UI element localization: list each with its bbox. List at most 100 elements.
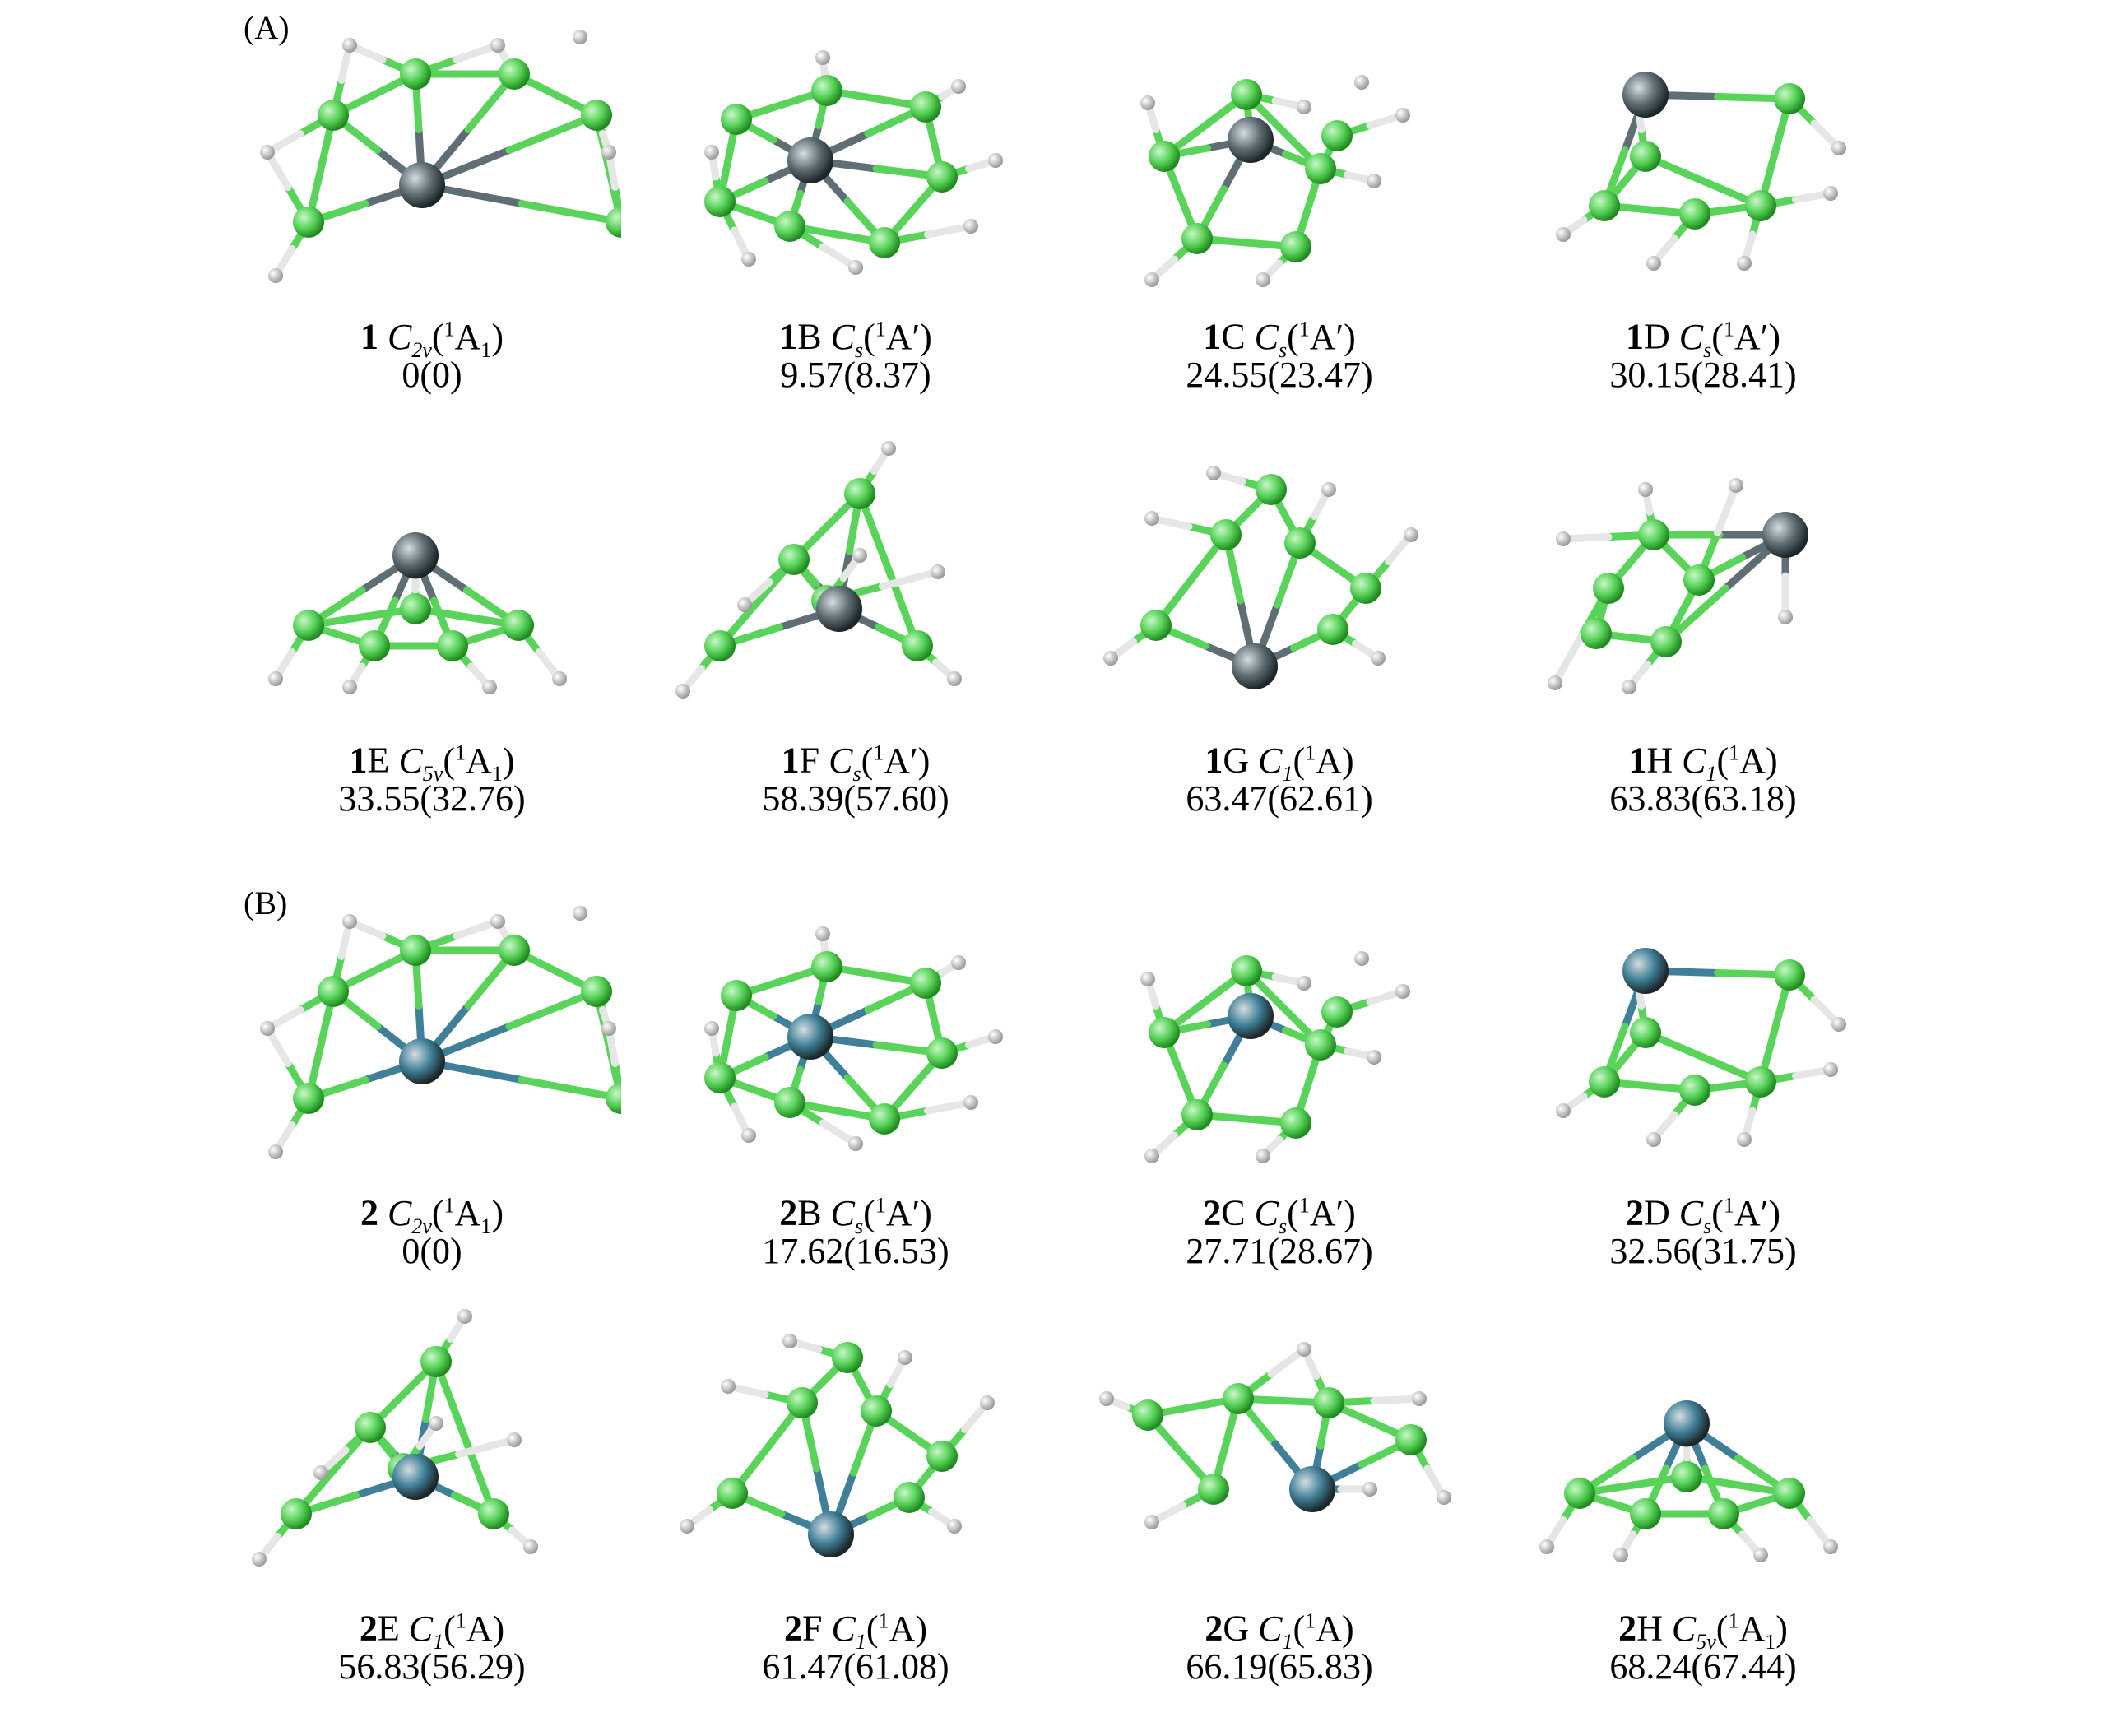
- isomer-label: 2C Cs(1A′): [1090, 1182, 1469, 1249]
- electronic-state: (1A1): [431, 1192, 504, 1238]
- spin-multiplicity: 1: [455, 1608, 466, 1632]
- hydrogen-atom: [1404, 527, 1418, 542]
- point-group-base: C: [1678, 316, 1704, 357]
- hydrogen-atom: [1367, 174, 1381, 188]
- boron-atom: [293, 207, 324, 238]
- point-group-base: C: [388, 1192, 412, 1233]
- isomer-label: 2D Cs(1A′): [1514, 1182, 1892, 1249]
- molecule-structure: [260, 30, 621, 283]
- hydrogen-atom: [507, 1432, 522, 1447]
- hydrogen-atom: [601, 1021, 616, 1036]
- molecule-structure: [1099, 1342, 1451, 1529]
- state-symbol: A: [885, 1192, 912, 1233]
- boron-atom: [437, 630, 468, 661]
- state-symbol: A: [1309, 1192, 1336, 1233]
- hydrogen-atom: [963, 1095, 978, 1110]
- electronic-state: (1A1): [1715, 1608, 1788, 1654]
- hydrogen-atom: [523, 1539, 538, 1554]
- point-group: C1: [832, 1608, 866, 1654]
- point-group: Cs: [831, 1193, 863, 1238]
- boron-atom: [318, 100, 349, 131]
- hydrogen-atom: [704, 1021, 719, 1036]
- hydrogen-atom: [429, 1416, 443, 1431]
- isomer-number: 2: [1618, 1608, 1637, 1649]
- isomer-label: 1E C5v(1A1): [243, 730, 621, 796]
- isomer-letter: C: [1221, 316, 1246, 357]
- boron-atom: [400, 593, 431, 624]
- point-group-base: C: [398, 740, 423, 781]
- state-symbol: A: [466, 1608, 493, 1649]
- hydrogen-atom: [1354, 75, 1369, 90]
- isomer-letter: F: [799, 740, 820, 781]
- boron-atom: [721, 980, 752, 1011]
- boron-atom: [811, 951, 842, 982]
- point-group-base: C: [1258, 740, 1283, 781]
- molecule-structure: [268, 532, 567, 694]
- boron-atom: [1132, 1399, 1163, 1431]
- boron-atom: [1149, 141, 1180, 172]
- molecule-structure: [1548, 478, 1808, 694]
- boron-atom: [478, 1498, 509, 1529]
- hydrogen-atom: [457, 1309, 472, 1324]
- boron-atom: [1650, 626, 1682, 657]
- relative-energy: 17.62(16.53): [762, 1231, 949, 1271]
- hydrogen-atom: [881, 441, 896, 456]
- atoms: [675, 441, 962, 699]
- metal-atom: [1664, 1400, 1710, 1446]
- relative-energy: 56.83(56.29): [338, 1646, 526, 1687]
- point-group-subscript: 1: [433, 1629, 444, 1654]
- molecule-structure: [680, 1334, 995, 1557]
- boron-atom: [606, 207, 621, 238]
- hydrogen-atom: [601, 145, 616, 160]
- relative-energy: 63.47(62.61): [1186, 778, 1373, 819]
- isomer-label: 1B Cs(1A′): [666, 306, 1045, 373]
- isomer-letter: E: [377, 1608, 400, 1649]
- bonds: [1559, 91, 1843, 267]
- atoms: [260, 906, 621, 1159]
- hydrogen-atom: [1103, 651, 1118, 666]
- electronic-state: (1A): [1293, 740, 1354, 781]
- molecule-structure: [1539, 1400, 1838, 1562]
- relative-energy: 66.19(65.83): [1186, 1646, 1373, 1687]
- electronic-state: (1A1): [443, 740, 515, 786]
- boron-atom: [1564, 1478, 1595, 1509]
- boron-atom: [1280, 231, 1311, 262]
- bond: [1559, 533, 1613, 543]
- boron-atom: [832, 1342, 863, 1373]
- molecule-structure: [1140, 951, 1410, 1163]
- isomer-1H: 1H C1(1A)63.83(63.18): [1514, 440, 1892, 868]
- hydrogen-atom: [1297, 976, 1311, 991]
- isomer-1B: 1B Cs(1A′)9.57(8.37): [666, 16, 1045, 444]
- boron-atom: [1671, 1461, 1702, 1492]
- hydrogen-atom: [1256, 272, 1270, 287]
- relative-energy: 9.57(8.37): [780, 355, 931, 395]
- boron-atom: [774, 211, 805, 242]
- relative-energy: 32.56(31.75): [1609, 1231, 1797, 1271]
- isomer-1F: 1F Cs(1A′)58.39(57.60): [666, 440, 1045, 868]
- hydrogen-atom: [1556, 227, 1571, 242]
- boron-atom: [787, 1387, 818, 1418]
- isomer-2H: 2H C5v(1A1)68.24(67.44): [1514, 1308, 1892, 1736]
- isomer-number: 1: [779, 316, 798, 357]
- atoms: [1099, 1342, 1451, 1529]
- relative-energy: 27.71(28.67): [1186, 1231, 1373, 1271]
- point-group-base: C: [1254, 1192, 1279, 1233]
- metal-atom: [399, 162, 445, 208]
- isomer-letter: D: [1644, 1192, 1670, 1233]
- boron-atom: [1321, 996, 1353, 1028]
- hydrogen-atom: [1823, 1062, 1838, 1077]
- metal-atom: [1228, 993, 1274, 1039]
- state-prime: ′: [1335, 1192, 1344, 1233]
- relative-energy: 68.24(67.44): [1609, 1646, 1797, 1687]
- boron-atom: [1581, 618, 1612, 649]
- boron-atom: [355, 1412, 386, 1443]
- isomer-letter: H: [1646, 740, 1673, 781]
- boron-atom: [606, 1083, 621, 1114]
- point-group: C5v: [398, 740, 443, 786]
- boron-atom: [869, 1103, 900, 1135]
- point-group: C2v: [388, 1192, 432, 1238]
- point-group: Cs: [1678, 316, 1711, 362]
- molecule-structure: [260, 906, 621, 1159]
- spin-multiplicity: 1: [873, 740, 884, 764]
- boron-atom: [1223, 1383, 1254, 1414]
